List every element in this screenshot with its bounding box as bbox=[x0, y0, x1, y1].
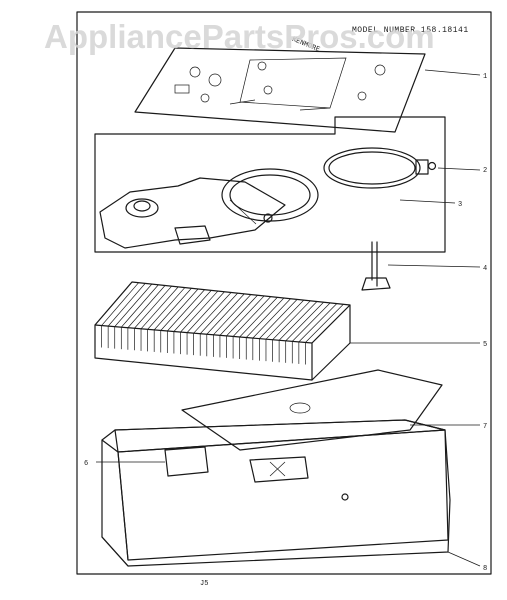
pattern-card-edge bbox=[134, 285, 172, 329]
diagram-frame bbox=[76, 11, 492, 575]
pattern-card-edge bbox=[305, 304, 344, 343]
pattern-card-edge bbox=[127, 285, 166, 328]
pattern-card-edge bbox=[101, 282, 139, 326]
callout-6: 6 bbox=[84, 460, 88, 468]
watermark-logo: AppliancePartsPros.com bbox=[44, 18, 435, 55]
pattern-card-edge bbox=[153, 288, 192, 331]
pattern-card-edge bbox=[173, 290, 212, 332]
pattern-card-edge bbox=[252, 298, 291, 339]
assembly-bracket bbox=[94, 116, 446, 253]
pattern-card-edge bbox=[245, 297, 285, 338]
pattern-card-edge bbox=[94, 281, 133, 326]
callout-4: 4 bbox=[483, 265, 487, 273]
pattern-card-edge bbox=[199, 292, 238, 334]
pattern-card-edge bbox=[193, 292, 232, 334]
storage-box bbox=[101, 419, 451, 567]
model-number: MODEL NUMBER 158.18141 bbox=[352, 26, 469, 35]
leader-lines bbox=[96, 69, 481, 567]
pattern-card-edge bbox=[292, 302, 331, 342]
callout-7: 7 bbox=[483, 423, 487, 431]
embroidery-unit bbox=[99, 168, 319, 249]
pattern-card-edge bbox=[114, 283, 153, 327]
pattern-card-edge bbox=[226, 295, 265, 337]
callout-3: 3 bbox=[458, 201, 462, 209]
pattern-card-edge bbox=[278, 301, 318, 341]
callout-1: 1 bbox=[483, 73, 487, 81]
pattern-card-edge bbox=[239, 297, 278, 338]
presser-foot bbox=[361, 241, 391, 291]
inner-compartment bbox=[164, 446, 309, 483]
pattern-card-edge bbox=[265, 299, 305, 340]
callout-8: 8 bbox=[483, 565, 487, 573]
callout-2: 2 bbox=[483, 167, 487, 175]
pattern-card-edge bbox=[107, 283, 146, 327]
pattern-card-edge bbox=[206, 293, 245, 335]
pattern-card-edge bbox=[259, 299, 298, 339]
pattern-card-edge bbox=[298, 303, 338, 343]
footer-code: J5 bbox=[200, 580, 208, 588]
pattern-card-edge bbox=[147, 287, 186, 330]
pattern-card-edge bbox=[160, 288, 199, 331]
pattern-card-edge bbox=[311, 304, 351, 344]
pattern-card-stack bbox=[94, 281, 351, 381]
embroidery-hoop-ring bbox=[323, 147, 437, 189]
pattern-card-edge bbox=[213, 294, 252, 336]
callout-5: 5 bbox=[483, 341, 487, 349]
pattern-card-edge bbox=[167, 289, 205, 332]
storage-box-lid bbox=[181, 369, 443, 451]
pattern-card-edge bbox=[180, 290, 219, 333]
pattern-card-edge bbox=[219, 295, 258, 336]
pattern-card-edge bbox=[285, 301, 324, 342]
pattern-card-edge bbox=[140, 286, 179, 330]
pattern-card-edge bbox=[272, 300, 311, 340]
pattern-card-edge bbox=[232, 296, 271, 337]
pattern-card-edge bbox=[186, 291, 225, 333]
pattern-card-edge bbox=[121, 284, 159, 328]
